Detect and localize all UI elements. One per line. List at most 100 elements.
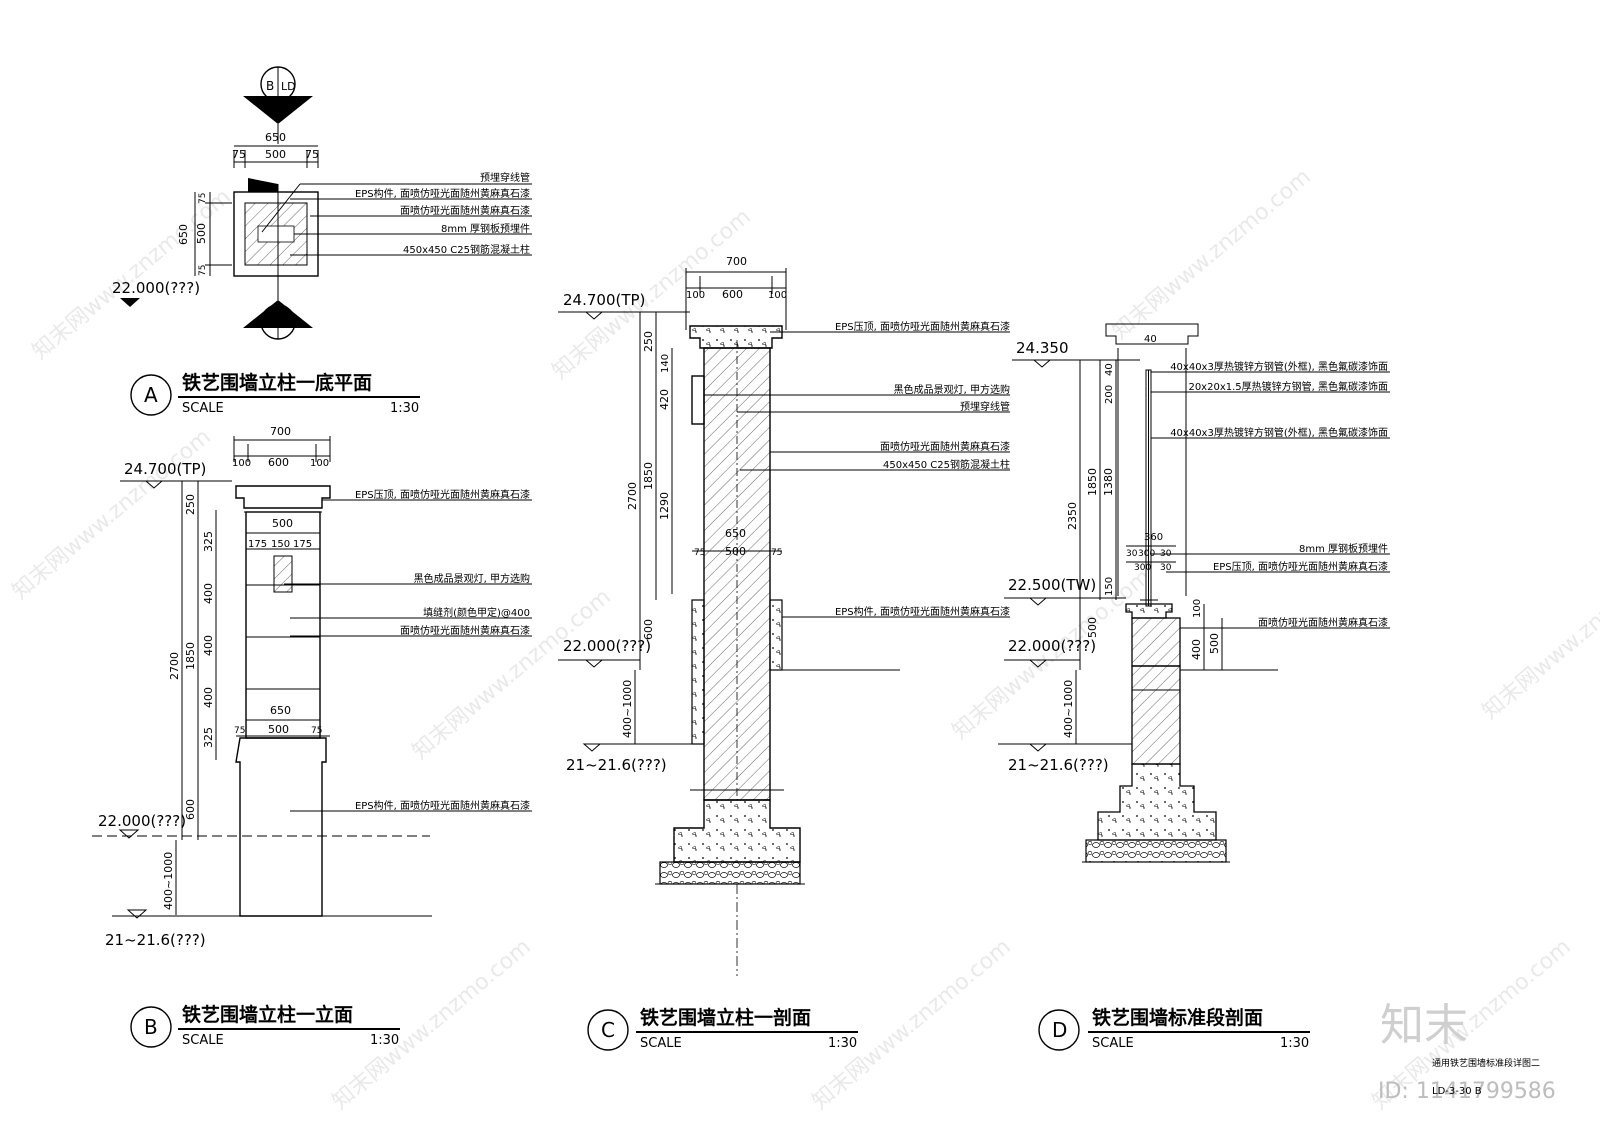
view-a-scale-label: SCALE bbox=[182, 401, 224, 416]
view-d-section: 24.350 40 40x40x3厚热镀锌方钢管(外框), 黑色氟碳漆饰面 20… bbox=[998, 323, 1390, 1051]
dim-b-1850: 1850 bbox=[184, 642, 197, 670]
level-b-ground: 22.000(???) bbox=[98, 812, 186, 830]
note-c-5: 450x450 C25钢筋混凝土柱 bbox=[883, 458, 1010, 471]
dim-d-500b: 500 bbox=[1208, 633, 1221, 654]
d-footing bbox=[1097, 763, 1217, 841]
dim-v650: 650 bbox=[177, 224, 190, 245]
dim-b-650: 650 bbox=[270, 704, 291, 717]
dim-d-500: 500 bbox=[1086, 617, 1099, 638]
view-d-scale: 1:30 bbox=[1280, 1036, 1309, 1051]
view-b-scale: 1:30 bbox=[370, 1033, 399, 1048]
dim-b-100a: 100 bbox=[232, 458, 251, 469]
dim-c-2700: 2700 bbox=[626, 482, 639, 510]
dim-v75a: 75 bbox=[198, 193, 208, 204]
dim-d-300: 300 bbox=[1138, 549, 1155, 559]
dim-650: 650 bbox=[265, 131, 286, 144]
note-c-4: 面喷仿哑光面随州黄麻真石漆 bbox=[880, 440, 1010, 453]
c-lamp bbox=[691, 375, 705, 425]
c-gravel bbox=[659, 861, 801, 885]
dim-c-500: 500 bbox=[725, 545, 746, 558]
view-a-title: 铁艺围墙立柱一底平面 bbox=[182, 371, 372, 394]
dim-c-600: 600 bbox=[722, 288, 743, 301]
note-a-3: 面喷仿哑光面随州黄麻真石漆 bbox=[400, 204, 530, 217]
dim-d-1380: 1380 bbox=[1102, 468, 1115, 496]
view-d-letter: D bbox=[1052, 1018, 1067, 1042]
level-c-ground: 22.000(???) bbox=[563, 637, 651, 655]
note-c-1: EPS压顶, 面喷仿哑光面随州黄麻真石漆 bbox=[835, 320, 1010, 333]
dim-b-175a: 175 bbox=[248, 539, 267, 550]
note-d-4: 8mm 厚钢板预埋件 bbox=[1299, 542, 1388, 555]
dim-b-400b: 400 bbox=[202, 635, 215, 656]
dim-b-325b: 325 bbox=[202, 727, 215, 748]
note-a-5: 450x450 C25钢筋混凝土柱 bbox=[403, 243, 530, 256]
view-b-marker bbox=[130, 1006, 172, 1048]
dim-d-400-1000: 400~1000 bbox=[1062, 680, 1075, 738]
dim-b-500: 500 bbox=[272, 517, 293, 530]
section-b-ref: LD bbox=[281, 80, 296, 93]
view-a-scale: 1:30 bbox=[390, 401, 419, 416]
level-b-top: 24.700(TP) bbox=[124, 460, 206, 478]
dim-d-30c: 30 bbox=[1160, 563, 1172, 573]
note-b-4: 面喷仿哑光面随州黄麻真石漆 bbox=[400, 624, 530, 637]
dim-d-200: 200 bbox=[1104, 385, 1115, 404]
level-d-ground: 22.000(???) bbox=[1008, 637, 1096, 655]
dim-c-600: 600 bbox=[642, 619, 655, 640]
view-b-title: 铁艺围墙立柱一立面 bbox=[182, 1003, 353, 1026]
level-d-bottom: 21~21.6(???) bbox=[1008, 756, 1109, 774]
c-cap bbox=[689, 325, 783, 349]
watermark-text: 知末网www.znzmo.com bbox=[1108, 164, 1316, 344]
dim-b-400a: 400 bbox=[202, 583, 215, 604]
dim-b-250: 250 bbox=[184, 494, 197, 515]
c-cladding-right bbox=[769, 599, 783, 671]
view-a-marker bbox=[130, 374, 172, 416]
dim-c-420: 420 bbox=[658, 389, 671, 410]
dim-d-150: 150 bbox=[1104, 577, 1115, 596]
dim-b-400c: 400 bbox=[202, 687, 215, 708]
note-c-2: 黑色成品景观灯, 甲方选购 bbox=[894, 383, 1010, 396]
c-footing bbox=[673, 799, 801, 863]
view-c-letter: C bbox=[601, 1018, 615, 1042]
view-a-plan: B LD 650 75 500 75 650 75 500 75 22.000(… bbox=[112, 66, 532, 416]
view-c-marker bbox=[587, 1009, 629, 1051]
note-d-3: 40x40x3厚热镀锌方钢管(外框), 黑色氟碳漆饰面 bbox=[1170, 426, 1388, 439]
watermark-text: 知末网www.znzmo.com bbox=[328, 934, 536, 1114]
view-c-scale-label: SCALE bbox=[640, 1036, 682, 1051]
sheet-number: LD-3-30 B bbox=[1432, 1086, 1482, 1097]
b-cap bbox=[235, 485, 331, 509]
dim-d-40v: 40 bbox=[1104, 363, 1115, 376]
dim-b-600: 600 bbox=[268, 456, 289, 469]
note-c-6: EPS构件, 面喷仿哑光面随州黄麻真石漆 bbox=[835, 605, 1010, 618]
dim-d-2350: 2350 bbox=[1066, 502, 1079, 530]
view-d-marker bbox=[1038, 1009, 1080, 1051]
note-b-2: 黑色成品景观灯, 甲方选购 bbox=[414, 572, 530, 585]
dim-c-100a: 100 bbox=[686, 290, 705, 301]
dim-b-100b: 100 bbox=[310, 458, 329, 469]
view-c-section: 700 100 600 100 24.700(TP) 650 75 500 75 bbox=[558, 255, 1010, 1051]
b-lamp bbox=[273, 555, 293, 593]
note-b-1: EPS压顶, 面喷仿哑光面随州黄麻真石漆 bbox=[355, 488, 530, 501]
dim-c-100b: 100 bbox=[768, 290, 787, 301]
note-d-2: 20x20x1.5厚热镀锌方钢管, 黑色氟碳漆饰面 bbox=[1188, 380, 1388, 393]
dim-c-650: 650 bbox=[725, 527, 746, 540]
section-c-ref: LD bbox=[281, 317, 296, 330]
watermark-logo: 知末 bbox=[1380, 1000, 1468, 1051]
dim-b-600: 600 bbox=[184, 799, 197, 820]
level-d-tw: 22.500(TW) bbox=[1008, 576, 1096, 594]
b-base bbox=[235, 737, 327, 917]
level-22000: 22.000(???) bbox=[112, 279, 200, 297]
section-c-letter: C bbox=[266, 316, 274, 330]
level-c-bottom: 21~21.6(???) bbox=[566, 756, 667, 774]
view-b-letter: B bbox=[144, 1015, 158, 1039]
d-wall-upper bbox=[1131, 617, 1181, 667]
dim-b-325a: 325 bbox=[202, 531, 215, 552]
dim-d-360: 360 bbox=[1144, 532, 1163, 543]
dim-75b: 75 bbox=[305, 148, 319, 161]
note-b-3: 填缝剂(颜色甲定)@400 bbox=[423, 606, 530, 619]
dim-c-1850: 1850 bbox=[642, 462, 655, 490]
dim-c-75b: 75 bbox=[771, 548, 782, 558]
dim-d-1850: 1850 bbox=[1086, 468, 1099, 496]
d-wall-lower bbox=[1131, 665, 1181, 765]
dim-b-500b: 500 bbox=[268, 723, 289, 736]
note-c-3: 预埋穿线管 bbox=[960, 400, 1010, 413]
